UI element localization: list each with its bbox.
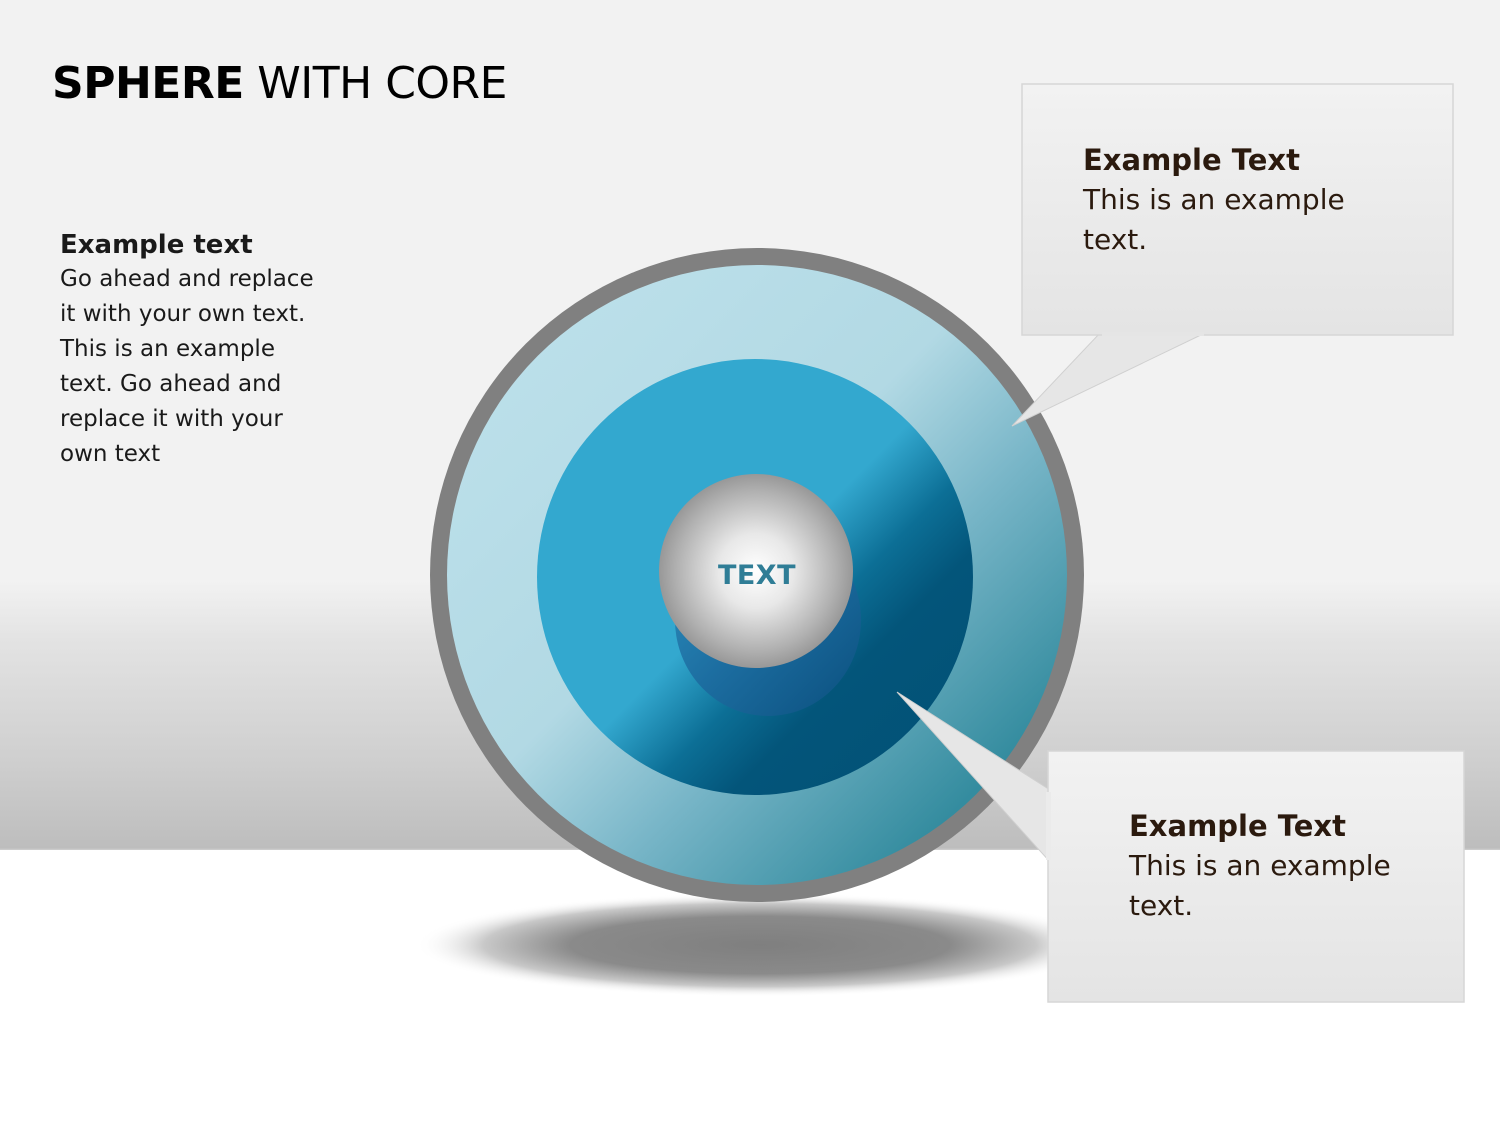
core-sphere <box>659 474 853 668</box>
side-note-line: it with your own text. <box>60 301 306 327</box>
callout-bottom-text: Example Text This is an example text. <box>1129 806 1449 926</box>
side-note-line: This is an example <box>60 336 275 362</box>
callout-top-text: Example Text This is an example text. <box>1083 140 1403 260</box>
callout-bottom <box>896 691 1465 1003</box>
callout-body: This is an example text. <box>1083 180 1403 260</box>
side-note: Example text Go ahead and replace it wit… <box>60 228 340 472</box>
callout-line: text. <box>1129 889 1194 922</box>
core-label: TEXT <box>717 560 797 591</box>
callout-heading: Example Text <box>1129 809 1346 843</box>
side-note-line: replace it with your <box>60 406 283 432</box>
side-note-line: own text <box>60 441 161 467</box>
callout-body: This is an example text. <box>1129 846 1449 926</box>
side-note-line: Go ahead and replace <box>60 266 314 292</box>
callout-line: This is an example <box>1083 183 1345 216</box>
side-note-body: Go ahead and replace it with your own te… <box>60 262 340 472</box>
callout-top <box>1011 83 1454 427</box>
callout-heading: Example Text <box>1083 143 1300 177</box>
side-note-heading: Example text <box>60 230 253 260</box>
title-bold-word: SPHERE <box>52 58 244 109</box>
callout-top-box <box>1021 83 1454 336</box>
callout-line: text. <box>1083 223 1148 256</box>
title-light-words: WITH CORE <box>257 58 507 109</box>
callout-bottom-box <box>1047 750 1465 1003</box>
side-note-line: text. Go ahead and <box>60 371 282 397</box>
callout-line: This is an example <box>1129 849 1391 882</box>
floor-shadow <box>415 893 1105 997</box>
callout-top-pointer <box>1011 332 1206 427</box>
slide-title: SPHERE WITH CORE <box>52 58 507 109</box>
